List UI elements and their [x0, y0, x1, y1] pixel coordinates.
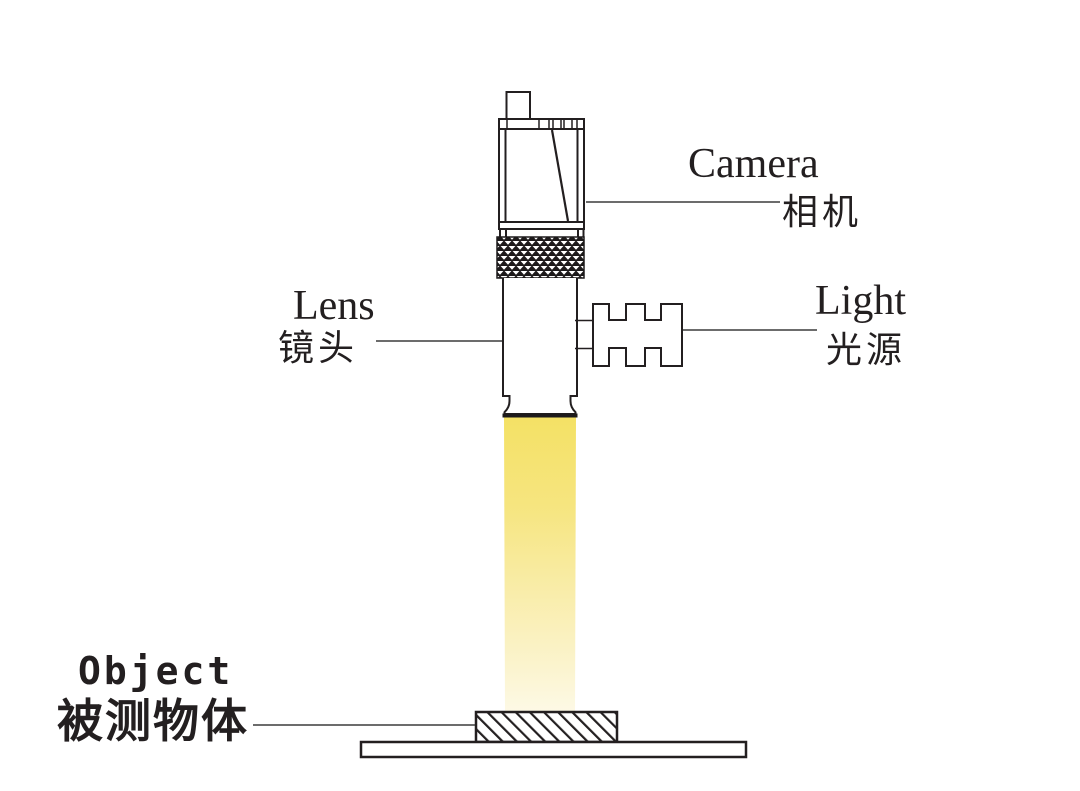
light-source — [575, 303, 683, 367]
camera-label-zh: 相机 — [782, 191, 863, 232]
lens-body — [502, 278, 578, 415]
light-beam — [504, 417, 576, 713]
camera-body — [498, 128, 585, 230]
camera-strip-fins — [506, 119, 578, 129]
lens-label-zh: 镜头 — [278, 327, 359, 368]
camera-top-connector — [505, 91, 531, 120]
camera-label-en: Camera — [688, 141, 819, 187]
light-label-en: Light — [815, 278, 906, 324]
object-plate — [474, 710, 619, 744]
object-label-en: Object — [78, 649, 234, 693]
knurled-ring — [496, 236, 585, 279]
camera-body-detail — [499, 129, 584, 223]
object-label-zh: 被测物体 — [57, 695, 249, 747]
platform — [359, 740, 748, 759]
light-label-zh: 光源 — [826, 329, 907, 370]
light-source-body — [592, 303, 683, 367]
lens-label-en: Lens — [293, 283, 375, 329]
